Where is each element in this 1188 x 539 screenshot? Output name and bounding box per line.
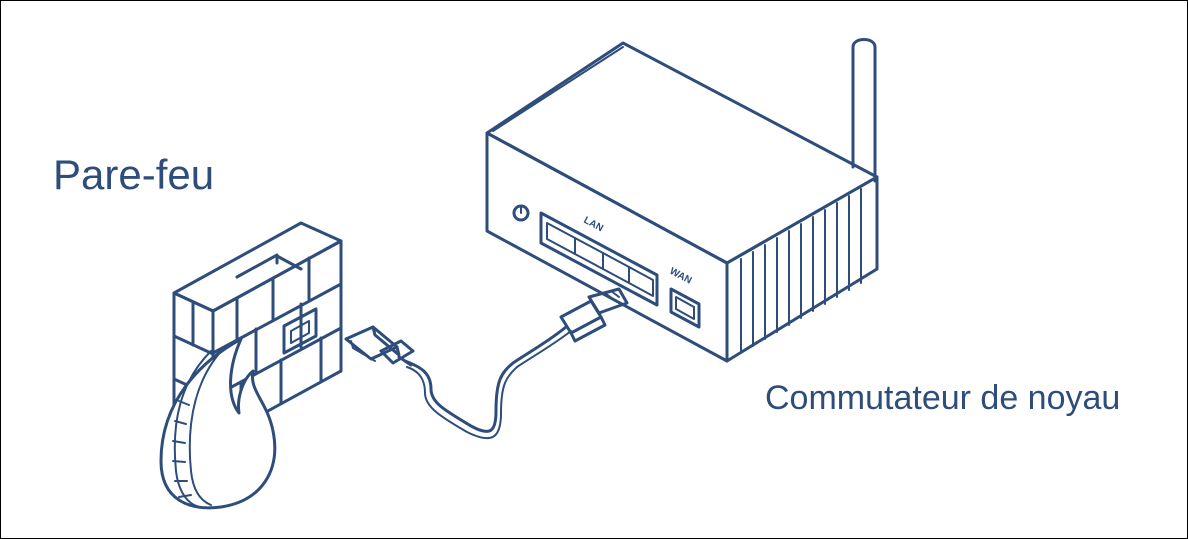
firewall-icon	[159, 221, 343, 510]
router-with-antenna-icon: LAN WAN	[485, 38, 879, 363]
core-switch-label: Commutateur de noyau	[765, 379, 1121, 417]
lan-port-label: LAN	[582, 215, 605, 234]
wan-port-label: WAN	[668, 266, 694, 287]
ethernet-cable-icon	[344, 287, 629, 440]
firewall-label: Pare-feu	[53, 151, 215, 198]
